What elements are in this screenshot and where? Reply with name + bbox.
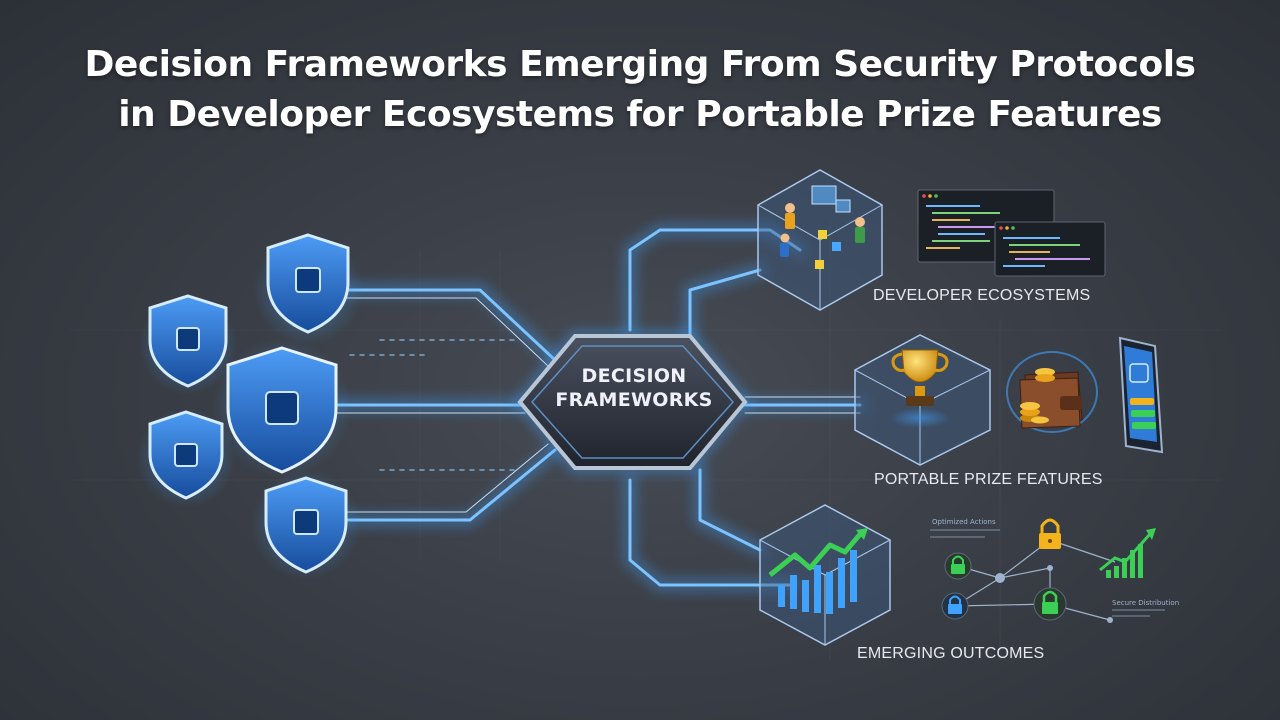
title-line-2: in Developer Ecosystems for Portable Pri…: [118, 94, 1162, 135]
trophy-icon: [891, 349, 949, 406]
shield-icon: [212, 338, 352, 478]
code-window-icon: [994, 221, 1106, 277]
chip-icon: [265, 391, 299, 425]
block-icon: [815, 260, 824, 269]
developer-ecosystems-label: DEVELOPER ECOSYSTEMS: [873, 287, 1091, 304]
shield-icon: [136, 408, 236, 508]
trend-chart-icon: [768, 528, 868, 614]
developer-ecosystems-cube: [757, 169, 883, 311]
padlock-icon: [944, 552, 972, 580]
emerging-outcomes-cube: [759, 504, 891, 646]
security-network: [930, 518, 1165, 623]
trend-chart-icon: [1099, 528, 1156, 578]
chip-icon: [295, 267, 321, 293]
chip-icon: [176, 327, 200, 351]
person-icon: [780, 233, 790, 243]
connection-beams: [323, 223, 867, 592]
phone-icon: [1118, 336, 1164, 454]
padlock-icon: [1039, 518, 1061, 549]
hub-label: DECISION FRAMEWORKS: [520, 364, 748, 412]
ui-panel-icon: [811, 185, 837, 205]
background-grid: [70, 220, 1220, 660]
portable-prize-cube: [854, 334, 991, 466]
person-icon: [785, 203, 795, 213]
portable-prize-features-label: PORTABLE PRIZE FEATURES: [874, 471, 1103, 488]
hub-label-line-1: DECISION: [581, 365, 687, 387]
network-label-secure: Secure Distribution: [1112, 599, 1180, 607]
security-protocol-shields: [136, 233, 363, 580]
wallet-icon: [1006, 351, 1098, 433]
hub-label-line-2: FRAMEWORKS: [555, 389, 713, 411]
ui-panel-icon: [835, 199, 851, 213]
page-title: Decision Frameworks Emerging From Securi…: [0, 40, 1280, 140]
block-icon: [832, 242, 841, 251]
emerging-outcomes-label: EMERGING OUTCOMES: [857, 645, 1045, 662]
decision-frameworks-hub: [513, 331, 752, 473]
person-icon: [855, 217, 865, 227]
padlock-icon: [1033, 587, 1067, 621]
padlock-icon: [941, 592, 969, 620]
shield-icon: [251, 470, 361, 580]
shield-icon: [138, 294, 238, 395]
network-label-optimized: Optimized Actions: [932, 518, 996, 526]
coin-icon: [1020, 368, 1055, 424]
shield-icon: [253, 233, 363, 345]
chip-icon: [174, 443, 198, 467]
title-line-1: Decision Frameworks Emerging From Securi…: [84, 44, 1196, 85]
block-icon: [818, 230, 827, 239]
chip-icon: [293, 509, 319, 535]
